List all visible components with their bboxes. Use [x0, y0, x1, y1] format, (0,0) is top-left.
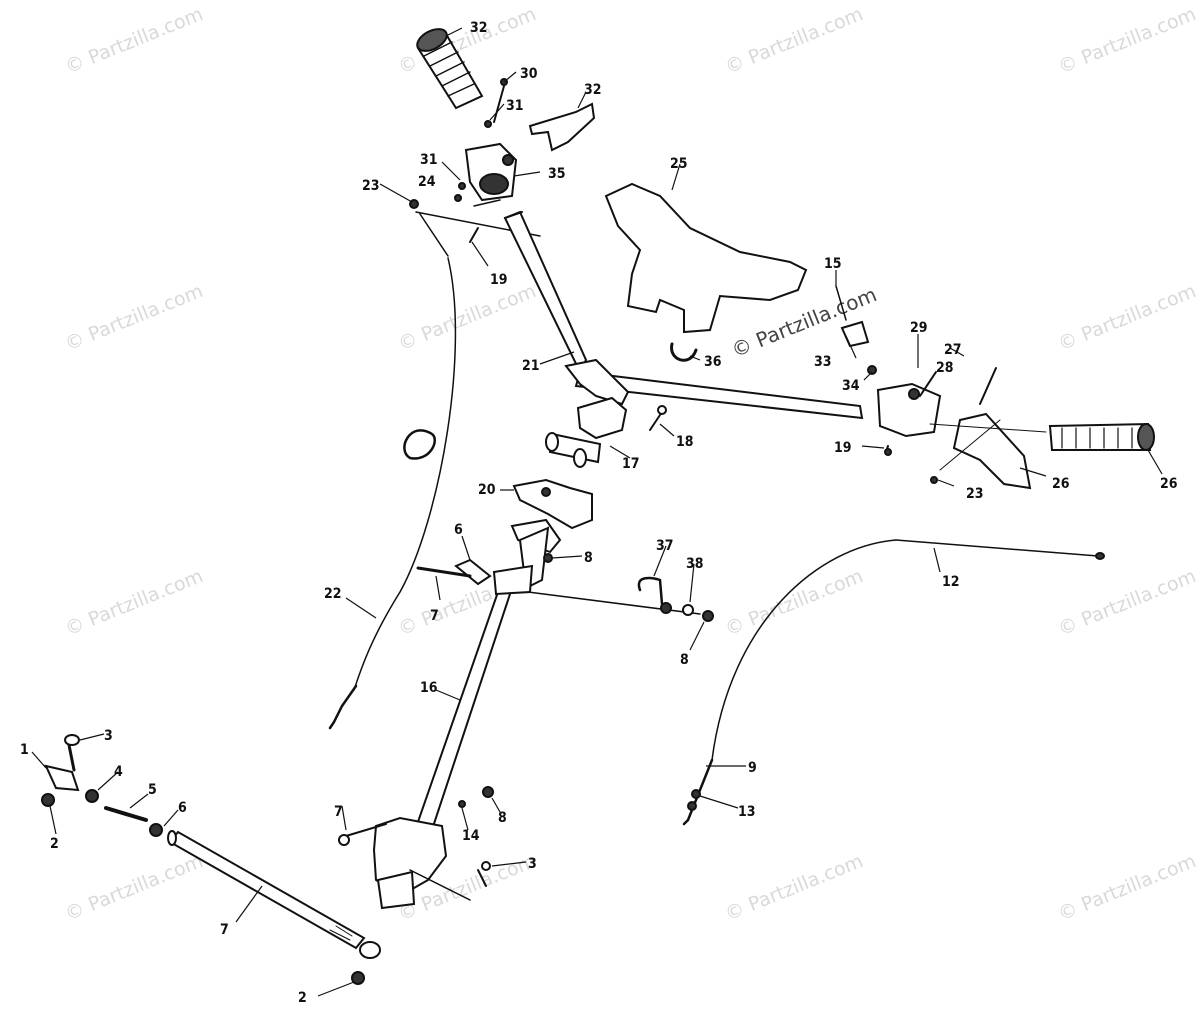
clamp-23 [510, 478, 593, 554]
callout-30: 32 [470, 20, 488, 36]
callout-39: 35 [548, 166, 566, 182]
callout-37: 33 [814, 354, 832, 370]
callout-5: 5 [148, 782, 157, 798]
callout-35b: 31 [420, 152, 438, 168]
callout-36: 32 [584, 82, 602, 98]
grip-right [1048, 422, 1155, 451]
clip-41 [637, 576, 664, 606]
callout-26: 23 [362, 178, 380, 194]
callout-7: 7 [220, 922, 229, 938]
bolt-21 [649, 411, 663, 431]
lever-29 [952, 412, 1032, 490]
callout-1: 1 [20, 742, 29, 758]
callout-23: 20 [478, 482, 496, 498]
callout-41: 37 [656, 538, 674, 554]
callout-2: 2 [50, 836, 59, 852]
callout-22b: 19 [834, 440, 852, 456]
callout-29: 26 [1052, 476, 1070, 492]
callout-16: 13 [738, 804, 756, 820]
control-block-right [835, 285, 997, 456]
handlebar [503, 210, 864, 420]
callout-labels: 32 30 31 32 31 24 35 23 19 25 21 36 15 3… [20, 20, 1178, 1006]
callout-24: 21 [522, 358, 540, 374]
callout-31: 27 [944, 342, 962, 358]
callout-28: 25 [670, 156, 688, 172]
lever-36 [528, 102, 596, 152]
callout-40: 36 [704, 354, 722, 370]
callout-9: 8 [498, 810, 507, 826]
callout-25: 22 [324, 586, 342, 602]
callout-3: 3 [104, 728, 113, 744]
bolt-8 [345, 823, 387, 837]
callout-35: 31 [506, 98, 524, 114]
callout-21: 18 [676, 434, 694, 450]
callout-18: 15 [824, 256, 842, 272]
callout-26b: 23 [966, 486, 984, 502]
callout-22: 19 [490, 272, 508, 288]
callout-8: 7 [334, 804, 343, 820]
callout-32: 28 [936, 360, 954, 376]
callout-12: 7 [430, 608, 439, 624]
ring-40-left [403, 429, 436, 460]
callout-11: 6 [454, 522, 463, 538]
callout-42: 38 [686, 556, 704, 572]
ring-40 [670, 342, 698, 362]
grip-left [416, 28, 484, 110]
callout-2b: 2 [298, 990, 307, 1006]
screw-34 [493, 85, 505, 123]
cable-25 [328, 257, 457, 730]
callout-27: 24 [418, 174, 436, 190]
callout-38: 34 [842, 378, 860, 394]
callout-4: 4 [114, 764, 123, 780]
callout-34: 30 [520, 66, 538, 82]
callout-17: 14 [462, 828, 480, 844]
callout-19: 16 [420, 680, 438, 696]
leader-lines [31, 27, 1163, 997]
callout-30b: 26 [1160, 476, 1178, 492]
callout-3b: 3 [528, 856, 537, 872]
callout-15: 12 [942, 574, 960, 590]
tie-rod-7 [167, 830, 381, 959]
callout-14: 9 [748, 760, 757, 776]
pin-12 [416, 566, 472, 578]
tie-rod-end-hardware [41, 734, 365, 985]
control-block-left [464, 142, 518, 202]
cable-15 [682, 539, 1105, 826]
pad-28 [604, 182, 808, 334]
callout-6: 6 [178, 800, 187, 816]
plate-11 [454, 558, 492, 586]
clamp-20 [545, 396, 628, 468]
steering-bracket [372, 816, 471, 910]
callout-13b: 8 [680, 652, 689, 668]
callout-13: 8 [584, 550, 593, 566]
callout-33: 29 [910, 320, 928, 336]
callout-20: 17 [622, 456, 640, 472]
